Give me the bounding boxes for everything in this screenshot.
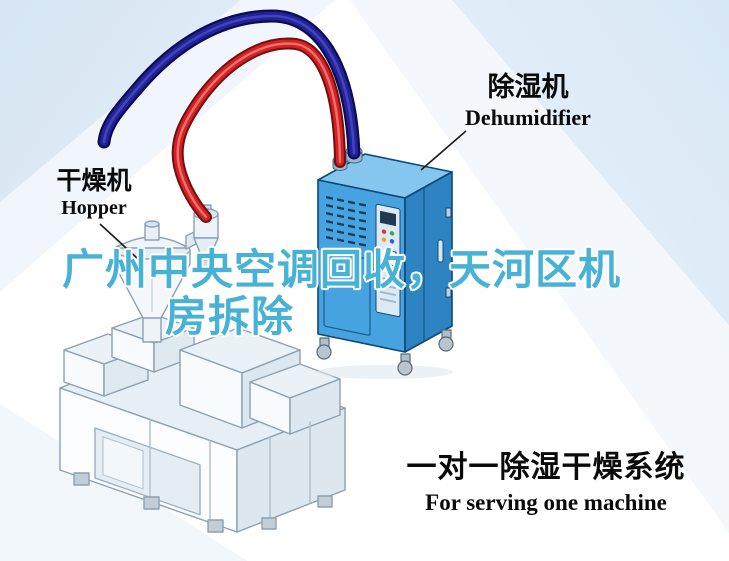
system-caption-cn: 一对一除湿干燥系统 — [406, 450, 686, 485]
dehumidifier-label-cn: 除湿机 — [487, 72, 569, 103]
system-caption: 一对一除湿干燥系统 For serving one machine — [396, 452, 696, 515]
dehumidifier-illustration — [316, 146, 454, 379]
watermark-line-2: 房拆除 — [165, 292, 295, 341]
dehumidifier-pointer-line — [420, 130, 467, 171]
dehumidifier-label-en: Dehumidifier — [465, 105, 591, 131]
dry-air-pipe — [171, 37, 346, 223]
vent-grille — [326, 196, 366, 247]
hopper-label: 干燥机 Hopper — [50, 166, 138, 220]
dehumidifier-label: 除湿机 Dehumidifier — [452, 72, 604, 131]
return-air-pipe — [97, 9, 361, 160]
hopper-label-cn: 干燥机 — [56, 166, 132, 195]
control-panel — [375, 203, 401, 318]
molding-machine-illustration — [59, 313, 346, 533]
door-seam — [323, 249, 371, 336]
hopper-pointer-line — [99, 223, 138, 259]
watermark-line-1: 广州中央空调回收，天河区机 — [62, 245, 622, 294]
casters — [316, 329, 454, 379]
system-caption-en: For serving one machine — [425, 489, 667, 515]
hopper-label-en: Hopper — [61, 197, 127, 220]
